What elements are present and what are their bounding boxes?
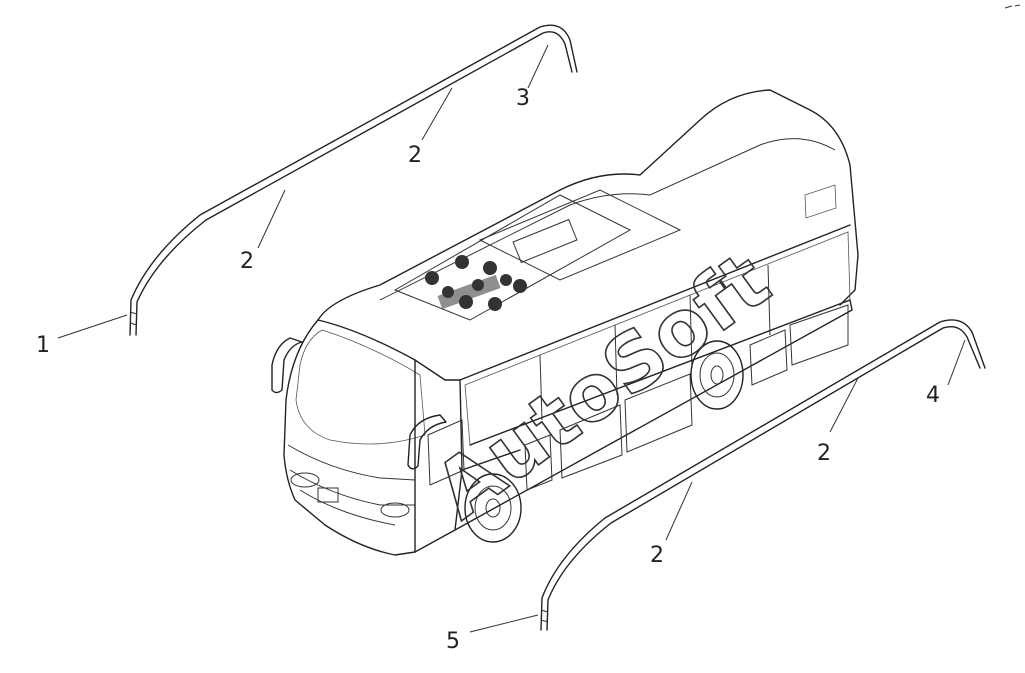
callout-2-right: 2 [817, 441, 831, 466]
callout-2-upper: 2 [408, 143, 422, 168]
rear-wheel [690, 340, 744, 410]
callout-2-left: 2 [240, 249, 254, 274]
upper-roof-strip [129, 24, 578, 336]
callout-4: 4 [926, 383, 940, 408]
bus-illustration [271, 89, 859, 556]
left-mirror [271, 337, 303, 394]
callout-2-lower: 2 [650, 543, 664, 568]
lower-roof-strip [540, 319, 986, 631]
right-mirror [407, 414, 447, 470]
callout-3: 3 [516, 86, 530, 111]
roof-ac-unit [393, 189, 682, 321]
front-wheel [464, 473, 522, 543]
callout-5: 5 [446, 629, 460, 654]
callout-1: 1 [36, 333, 50, 358]
corner-mark [1004, 4, 1021, 9]
callouts: 1 2 2 3 4 2 2 5 [36, 86, 940, 654]
leader-lines [57, 44, 966, 633]
front-logo [317, 487, 339, 503]
